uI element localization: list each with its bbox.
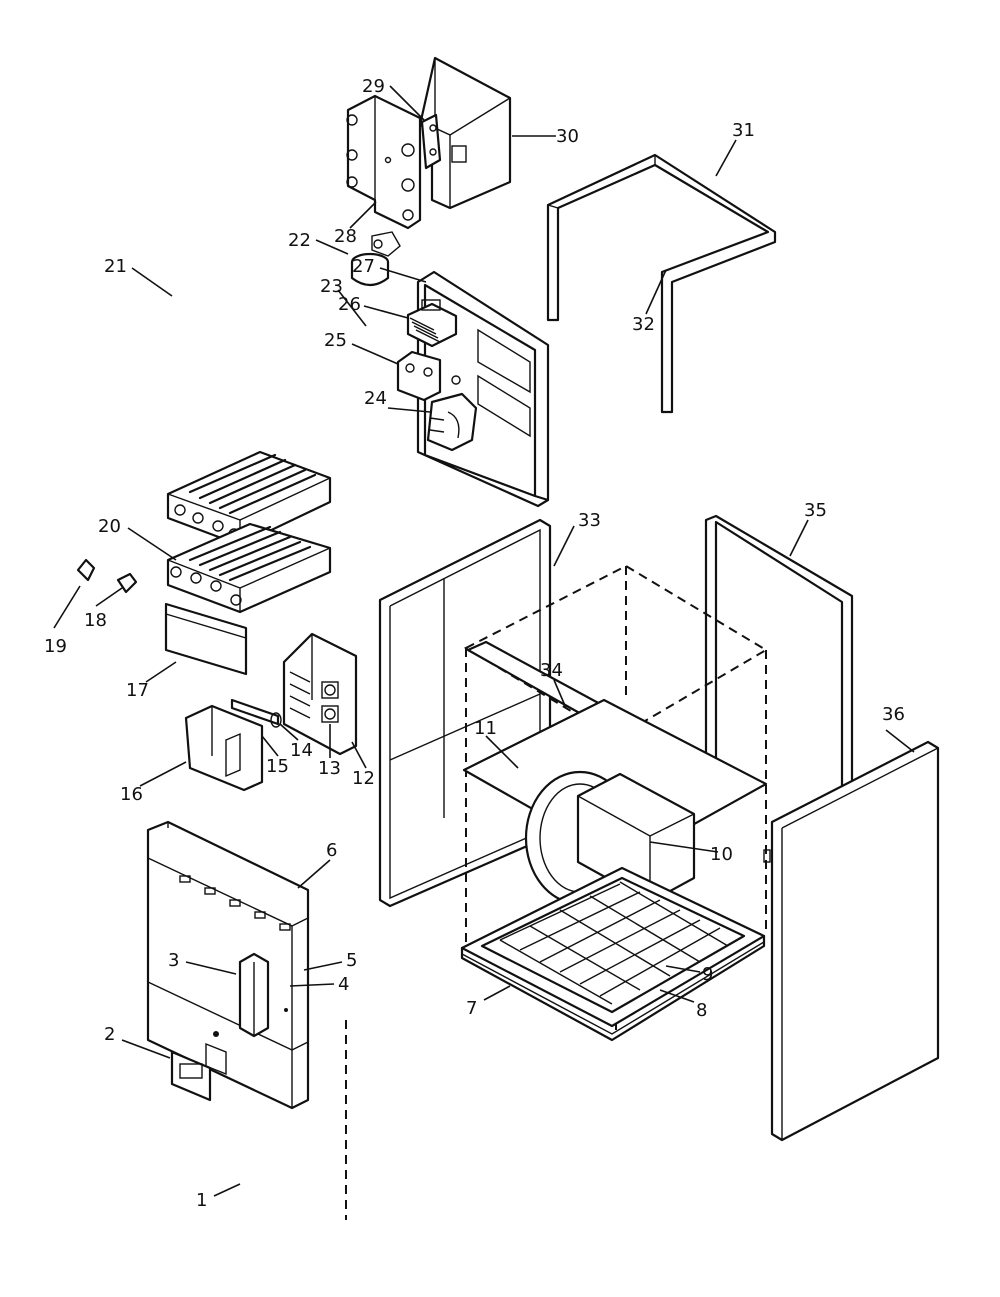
leader-arrows [53,85,915,1197]
part-label-28: 28 [334,226,357,247]
part-label-31: 31 [732,120,755,141]
part-label-1: 1 [196,1190,207,1211]
relay [396,350,461,402]
part-label-18: 18 [84,610,107,631]
part-label-4: 4 [338,974,349,995]
part-label-5: 5 [346,950,357,971]
fuse-holder [230,698,282,728]
part-label-26: 26 [338,294,361,315]
heater-element-upper [166,450,332,547]
right-side-panel [763,740,940,1142]
part-label-20: 20 [98,516,121,537]
heater-element-lower [166,522,332,614]
terminal-block [282,632,358,756]
capacitor [350,231,401,287]
part-label-7: 7 [466,998,477,1019]
part-label-10: 10 [710,844,733,865]
front-access-panel [146,820,310,1110]
part-label-35: 35 [804,500,827,521]
part-label-32: 32 [632,314,655,335]
part-label-34: 34 [540,660,563,681]
gasket-plate [164,602,248,676]
part-label-22: 22 [288,230,311,251]
part-label-2: 2 [104,1024,115,1045]
part-label-30: 30 [556,126,579,147]
part-label-8: 8 [696,1000,707,1021]
part-label-11: 11 [474,718,497,739]
relay-bracket [346,94,422,230]
part-label-27: 27 [352,256,375,277]
part-label-15: 15 [266,756,289,777]
part-label-12: 12 [352,768,375,789]
part-label-17: 17 [126,680,149,701]
top-cover [546,153,777,414]
breaker-cover [184,704,264,792]
part-label-25: 25 [324,330,347,351]
part-label-16: 16 [120,784,143,805]
limit-clip-18 [116,572,138,594]
part-label-29: 29 [362,76,385,97]
part-label-19: 19 [44,636,67,657]
control-panel [416,270,550,508]
part-label-36: 36 [882,704,905,725]
part-label-21: 21 [104,256,127,277]
part-label-23: 23 [320,276,343,297]
part-labels: 1 2 3 4 5 6 7 8 9 10 11 12 13 14 15 16 1… [44,76,905,1211]
part-label-33: 33 [578,510,601,531]
blower-cabinet [460,564,768,1042]
bracket-clip [420,113,442,170]
part-label-3: 3 [168,950,179,971]
sequencer [426,392,478,452]
transformer [406,299,458,348]
part-label-13: 13 [318,758,341,779]
limit-clip-19 [76,558,96,582]
part-label-24: 24 [364,388,387,409]
part-label-6: 6 [326,840,337,861]
part-label-14: 14 [290,740,313,761]
part-label-9: 9 [702,964,713,985]
